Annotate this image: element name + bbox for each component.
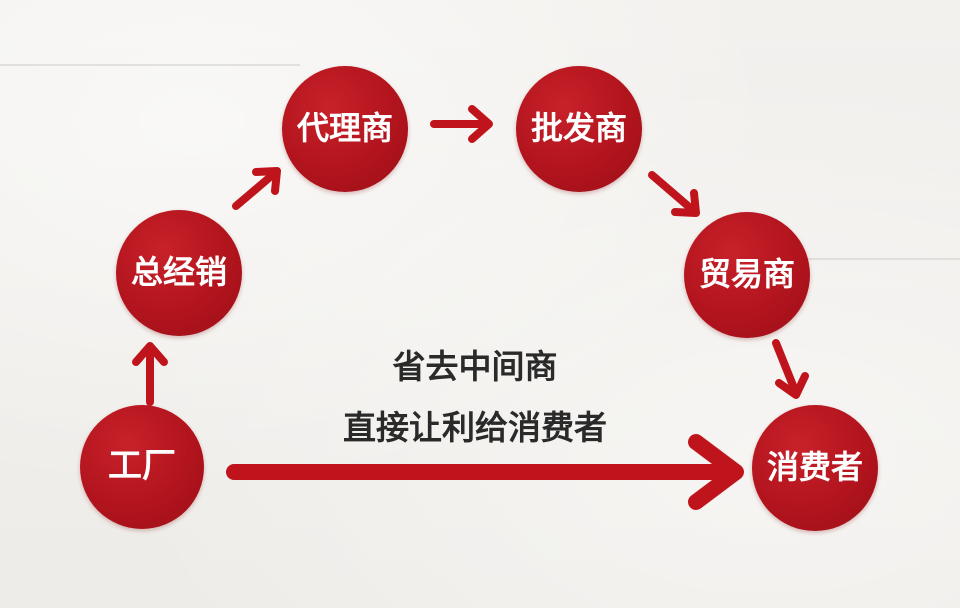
node-factory: 工厂 [80,405,204,529]
node-consumer-label: 消费者 [766,448,863,487]
arrow-wholesaler-to-trader [648,171,700,217]
arrow-distributor-to-agent [232,167,281,210]
node-wholesaler: 批发商 [516,66,642,192]
caption-line-1: 省去中间商 [392,347,558,386]
background-texture-line [0,64,300,66]
node-trader-label: 贸易商 [698,255,795,294]
node-general-distributor: 总经销 [116,210,242,336]
caption-line-2: 直接让利给消费者 [343,408,607,447]
node-agent-label: 代理商 [296,109,393,148]
node-general-distributor-label: 总经销 [130,253,227,292]
node-agent: 代理商 [282,66,408,192]
node-consumer: 消费者 [752,405,878,531]
arrow-factory-to-consumer [226,434,744,510]
arrow-factory-to-distributor [132,342,168,406]
arrow-agent-to-wholesaler [430,105,493,143]
node-wholesaler-label: 批发商 [530,109,627,148]
background-texture-line [760,258,960,260]
node-trader: 贸易商 [684,212,810,338]
arrow-trader-to-consumer [772,339,809,399]
node-factory-label: 工厂 [108,446,176,487]
